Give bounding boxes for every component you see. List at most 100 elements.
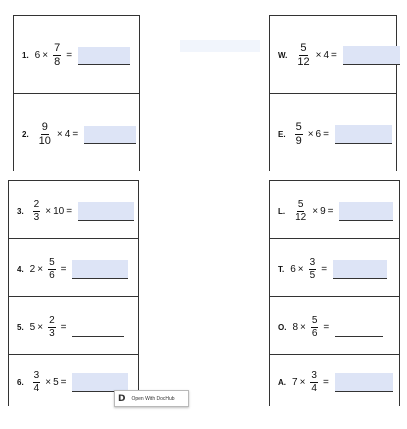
- problem-label: 6.: [17, 378, 24, 387]
- denominator: 10: [38, 135, 51, 147]
- equals-sign: =: [60, 264, 67, 275]
- denominator: 12: [295, 212, 307, 223]
- answer-field-t[interactable]: [333, 260, 388, 279]
- times-sign: ×: [312, 206, 319, 217]
- equals-sign: =: [327, 206, 334, 217]
- answer-field-a[interactable]: [334, 373, 393, 392]
- faded-overlay: [180, 40, 260, 52]
- times-sign: ×: [300, 322, 306, 333]
- denominator: 3: [33, 212, 40, 223]
- problem-label: O.: [278, 323, 287, 332]
- answer-field-4[interactable]: [72, 260, 129, 279]
- answer-field-o[interactable]: [335, 318, 384, 337]
- equals-sign: =: [66, 206, 73, 217]
- times-sign: ×: [56, 129, 63, 140]
- problem-label: 1.: [22, 51, 29, 60]
- whole-number: 6: [290, 264, 296, 275]
- whole-number: 8: [292, 322, 299, 333]
- times-sign: ×: [297, 264, 304, 275]
- times-sign: ×: [307, 129, 314, 140]
- numerator: 5: [299, 42, 308, 56]
- numerator: 5: [296, 199, 305, 212]
- times-sign: ×: [42, 50, 49, 61]
- equals-sign: =: [323, 322, 330, 333]
- numerator: 3: [308, 257, 317, 270]
- times-sign: ×: [315, 50, 322, 61]
- answer-field-3[interactable]: [78, 202, 135, 221]
- problem-label: A.: [278, 378, 286, 387]
- times-sign: ×: [37, 322, 44, 333]
- answer-field-5[interactable]: [72, 318, 125, 337]
- whole-number: 10: [53, 206, 65, 217]
- answer-field-e[interactable]: [334, 125, 392, 144]
- numerator: 7: [53, 42, 62, 56]
- denominator: 8: [54, 56, 61, 68]
- whole-number: 5: [29, 322, 36, 333]
- answer-field-1[interactable]: [78, 46, 131, 65]
- equals-sign: =: [60, 322, 67, 333]
- equals-sign: =: [321, 264, 328, 275]
- whole-number: 7: [292, 377, 298, 388]
- denominator: 4: [33, 383, 40, 394]
- times-sign: ×: [37, 264, 44, 275]
- problem-label: 2.: [22, 130, 29, 139]
- problem-label: L.: [278, 207, 286, 216]
- numerator: 9: [40, 121, 49, 135]
- numerator: 5: [294, 121, 303, 135]
- answer-field-l[interactable]: [339, 202, 394, 221]
- numerator: 3: [310, 370, 318, 383]
- equals-sign: =: [331, 50, 337, 61]
- whole-number: 4: [64, 129, 71, 140]
- whole-number: 2: [29, 264, 36, 275]
- problem-label: 5.: [17, 323, 24, 332]
- open-with-dochub-label: Open With DocHub: [131, 395, 175, 402]
- denominator: 9: [295, 135, 302, 147]
- problem-label: 4.: [17, 265, 24, 274]
- numerator: 3: [32, 370, 41, 383]
- times-sign: ×: [45, 206, 52, 217]
- whole-number: 9: [320, 206, 326, 217]
- answer-field-6[interactable]: [72, 373, 129, 392]
- equals-sign: =: [72, 129, 79, 140]
- denominator: 6: [311, 328, 318, 339]
- problem-label: T.: [278, 265, 285, 274]
- numerator: 2: [48, 315, 56, 328]
- times-sign: ×: [299, 377, 306, 388]
- denominator: 4: [311, 383, 317, 394]
- answer-field-2[interactable]: [84, 125, 137, 144]
- denominator: 12: [297, 56, 310, 68]
- numerator: 5: [48, 257, 56, 270]
- equals-sign: =: [322, 377, 329, 388]
- answer-field-w[interactable]: [342, 46, 400, 65]
- open-with-dochub-button[interactable]: D Open With DocHub: [114, 390, 189, 407]
- problem-label: E.: [278, 130, 286, 139]
- denominator: 6: [49, 270, 55, 281]
- times-sign: ×: [45, 377, 52, 388]
- equals-sign: =: [60, 377, 67, 388]
- whole-number: 4: [323, 50, 329, 61]
- numerator: 5: [310, 315, 319, 328]
- equals-sign: =: [66, 50, 73, 61]
